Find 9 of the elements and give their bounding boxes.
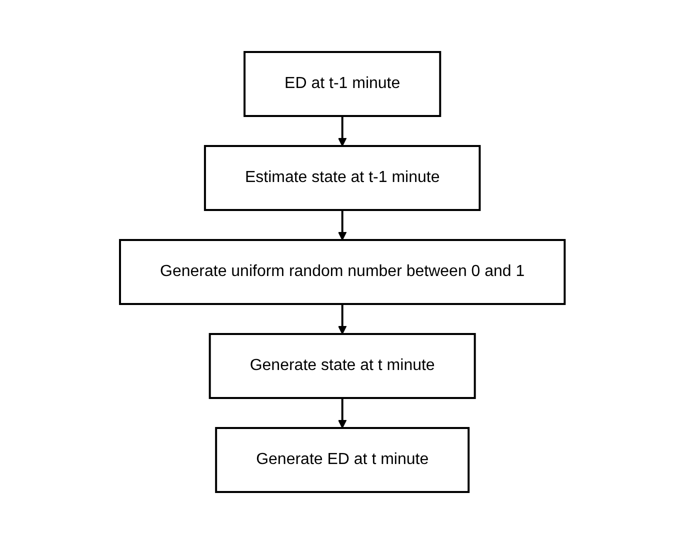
- node-box: Generate state at t minute: [209, 332, 476, 398]
- arrow: [338, 210, 347, 240]
- node-box: Generate uniform random number between 0 and 1: [119, 238, 566, 304]
- arrow: [338, 116, 347, 146]
- arrow: [338, 398, 347, 428]
- node-box: ED at t-1 minute: [244, 50, 442, 116]
- node-box: Generate ED at t minute: [215, 426, 470, 492]
- node-box: Estimate state at t-1 minute: [204, 144, 481, 210]
- arrow: [338, 304, 347, 334]
